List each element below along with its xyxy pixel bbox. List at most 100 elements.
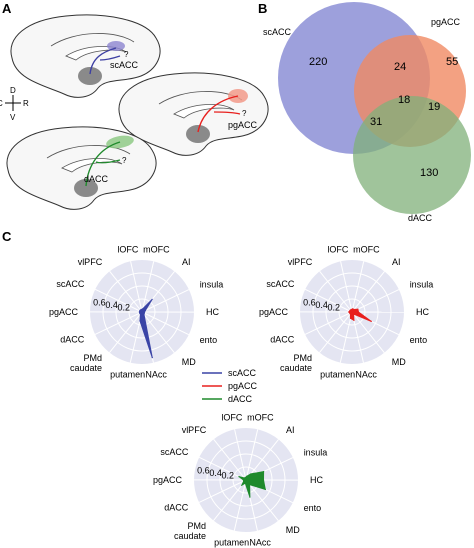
axis-label-vlpfc: vlPFC — [288, 257, 313, 267]
axis-label-ento: ento — [304, 503, 322, 513]
radial-tick-label: 0.4 — [209, 468, 222, 478]
panel-c-letter: C — [2, 229, 12, 244]
axis-label-pmd: PMd — [83, 353, 102, 363]
venn-count-pgacc-only: 55 — [446, 56, 458, 68]
brain-outline — [10, 14, 161, 98]
radar-spoke — [198, 456, 247, 481]
radar-spoke — [234, 429, 247, 481]
legend-label-dacc: dACC — [228, 394, 253, 404]
axis-label-pgacc: pgACC — [49, 307, 79, 317]
axis-label-md: MD — [182, 357, 196, 367]
venn-count-all-three: 18 — [398, 94, 410, 106]
radar-point-lofc — [244, 476, 247, 479]
radar-point-pmd-caudate — [349, 313, 351, 315]
radar-point-putamen — [139, 320, 141, 322]
radar-point-vlpfc — [349, 309, 351, 311]
radar-spoke — [198, 479, 247, 503]
panel-b: B scACC pgACC dACC 220 55 130 24 18 19 3… — [258, 1, 471, 223]
radar-point-ento — [143, 312, 145, 314]
radar-spoke — [319, 270, 353, 313]
pgacc-projection-line — [197, 95, 239, 133]
question-mark: ? — [242, 109, 247, 118]
radar-spoke — [351, 261, 365, 313]
axis-label-pmd: PMd — [187, 521, 206, 531]
axis-label-md: MD — [286, 525, 300, 535]
axis-label-lofc: lOFC — [327, 245, 348, 255]
radar-spoke — [141, 261, 155, 313]
radar-point-mofc — [142, 308, 144, 310]
radar-spoke — [141, 311, 175, 354]
radar-spoke — [213, 438, 247, 481]
radial-tick-label: 0.2 — [118, 303, 131, 313]
radar-spoke — [233, 479, 247, 531]
axis-label-lofc: lOFC — [221, 413, 242, 423]
panel-a: A scACC ? D V C R — [0, 1, 269, 210]
panel-a-letter: A — [2, 1, 12, 16]
brain-scacc: scACC ? — [10, 14, 161, 98]
axis-label-ai: AI — [286, 425, 295, 435]
axis-label-mofc: mOFC — [143, 245, 170, 255]
compass-d: D — [10, 86, 16, 95]
axis-label-vlpfc: vlPFC — [182, 425, 207, 435]
radar-spoke — [245, 439, 279, 481]
venn-count-scacc-pgacc: 24 — [394, 61, 406, 73]
radar-spoke — [109, 270, 143, 313]
axis-label-pmd: PMd — [293, 353, 312, 363]
radial-tick-label: 0.6 — [197, 466, 210, 476]
panel-c: C 0.20.40.6mOFCAIinsulaHCentoMDNAccputam… — [2, 229, 433, 547]
axis-label-dacc: dACC — [60, 335, 85, 345]
scacc-projection-line — [89, 47, 117, 75]
axis-label-md: MD — [392, 357, 406, 367]
axis-label-hc: HC — [206, 307, 219, 317]
legend: scACC pgACC dACC — [202, 368, 258, 404]
radar-spoke — [339, 311, 353, 363]
axis-label-caudate: caudate — [174, 531, 206, 541]
question-mark: ? — [124, 50, 129, 59]
axis-label-hc: HC — [310, 475, 323, 485]
brain-sulcus — [50, 33, 135, 47]
brain-dacc: dACC ? — [6, 126, 157, 210]
radar-point-ento — [370, 320, 372, 322]
panel-b-letter: B — [258, 1, 267, 16]
radar-point-vlpfc — [243, 477, 245, 479]
axis-label-vlpfc: vlPFC — [78, 257, 103, 267]
radar-point-md — [249, 483, 251, 486]
radar-point-pgacc — [138, 311, 140, 313]
compass-c: C — [0, 99, 3, 108]
axis-label-putamen: putamen — [110, 369, 145, 379]
radar-spoke — [304, 311, 353, 335]
axis-label-putamen: putamen — [320, 369, 355, 379]
venn-count-dacc-only: 130 — [420, 167, 438, 179]
axis-label-ai: AI — [392, 257, 401, 267]
axis-label-nacc: NAcc — [355, 369, 377, 379]
pgacc-projection-branch — [213, 111, 241, 115]
radar-point-nacc — [353, 319, 355, 321]
axis-label-nacc: NAcc — [145, 369, 167, 379]
axis-label-insula: insula — [304, 447, 328, 457]
venn-label-pgacc: pgACC — [431, 17, 461, 27]
radar-point-scacc — [139, 310, 141, 312]
axis-label-ento: ento — [200, 335, 218, 345]
axis-label-insula: insula — [410, 279, 434, 289]
radar-point-ento — [264, 488, 266, 490]
radar-spoke — [130, 261, 143, 313]
radial-tick-label: 0.2 — [328, 303, 341, 313]
radar-spoke — [213, 479, 247, 521]
radar-point-pmd-caudate — [241, 484, 243, 486]
compass-r: R — [23, 99, 29, 108]
axis-label-dacc: dACC — [270, 335, 295, 345]
radar-spoke — [351, 271, 385, 313]
radar-point-nacc — [249, 496, 251, 498]
venn-circle-dacc — [353, 96, 471, 214]
axis-label-pgacc: pgACC — [153, 475, 183, 485]
radar-point-putamen — [244, 482, 246, 484]
axis-label-scacc: scACC — [160, 447, 189, 457]
scacc-region-highlight — [107, 41, 125, 51]
radar-point-dacc — [243, 480, 245, 482]
radar-point-nacc — [151, 357, 153, 359]
radar-chart-dacc: 0.20.40.6mOFCAIinsulaHCentoMDNAccputamen… — [153, 413, 327, 548]
radar-point-mofc — [352, 308, 354, 310]
axis-label-caudate: caudate — [280, 363, 312, 373]
venn-label-scacc: scACC — [263, 27, 292, 37]
